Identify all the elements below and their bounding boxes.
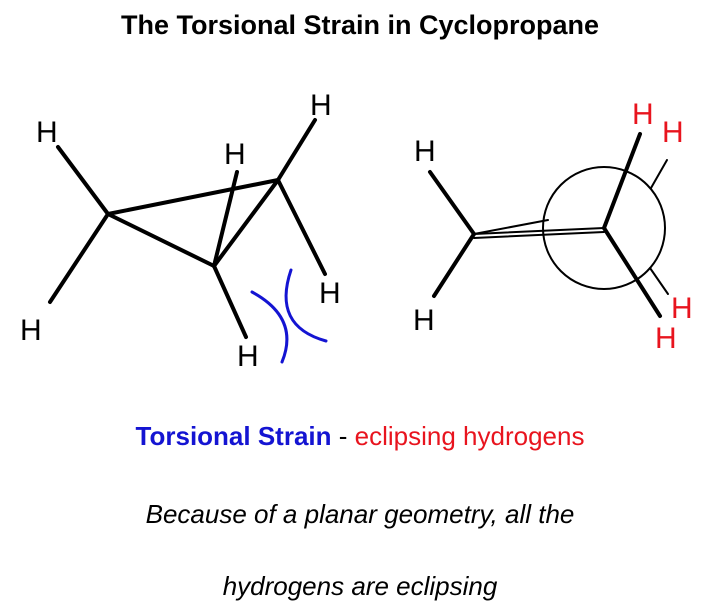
hydrogen-atom: H (237, 340, 259, 373)
front-ch-bond-down (602, 226, 662, 318)
ch-bond-left-up (56, 145, 110, 216)
strain-arcs (250, 268, 328, 364)
eclipsed-hydrogen-atom: H (662, 116, 684, 149)
ring-bond-right (212, 178, 280, 268)
newman-ring-bond-upper (473, 227, 605, 235)
ch-bond-left-down (48, 212, 110, 304)
newman-projection: H H H H H H (413, 98, 693, 355)
rear-ch-bond-down (649, 267, 669, 295)
left-ch-bond-down (432, 232, 476, 298)
strain-arc-inner (250, 290, 289, 364)
explanation-line-1: Because of a planar geometry, all the (145, 499, 575, 529)
newman-hydrogens-eclipsed: H H H H (632, 98, 693, 355)
ch-bond-back-up (276, 118, 317, 182)
hydrogen-atom: H (20, 314, 42, 347)
ring-bond-back (106, 178, 280, 216)
hydrogen-atom: H (224, 138, 246, 171)
hydrogen-atom: H (413, 304, 435, 337)
eclipsed-hydrogen-atom: H (632, 98, 654, 131)
front-ch-bond-up (602, 132, 642, 230)
strain-arc-outer (284, 268, 328, 343)
hydrogen-atom: H (319, 277, 341, 310)
left-ch-bond-up (428, 170, 476, 236)
strain-caption: Torsional Strain - eclipsing hydrogens (0, 418, 720, 454)
hydrogen-atom: H (414, 135, 436, 168)
hydrogen-atom: H (310, 89, 332, 122)
ring-bond-front (106, 212, 216, 268)
ch-bond-back-down (276, 178, 327, 276)
explanation-line-2: hydrogens are eclipsing (222, 571, 498, 601)
eclipsed-hydrogen-atom: H (655, 322, 677, 355)
newman-bond-outer (473, 219, 549, 235)
rear-ch-bond-up (650, 159, 668, 189)
cyclopropane-structure (48, 118, 327, 339)
newman-rear-circle (542, 166, 666, 290)
strain-term: Torsional Strain (135, 421, 332, 451)
cyclopropane-hydrogens: H H H H H H (20, 89, 341, 373)
strain-description: eclipsing hydrogens (354, 421, 585, 451)
caption-separator: - (331, 421, 355, 451)
diagram-title: The Torsional Strain in Cyclopropane (120, 10, 600, 40)
eclipsed-hydrogen-atom: H (671, 292, 693, 325)
hydrogen-atom: H (36, 116, 58, 149)
newman-hydrogens-black: H H (413, 135, 436, 337)
newman-ring-bond-lower (473, 231, 605, 239)
ch-bond-front-down (212, 264, 248, 339)
ch-bond-front-up (212, 170, 239, 268)
